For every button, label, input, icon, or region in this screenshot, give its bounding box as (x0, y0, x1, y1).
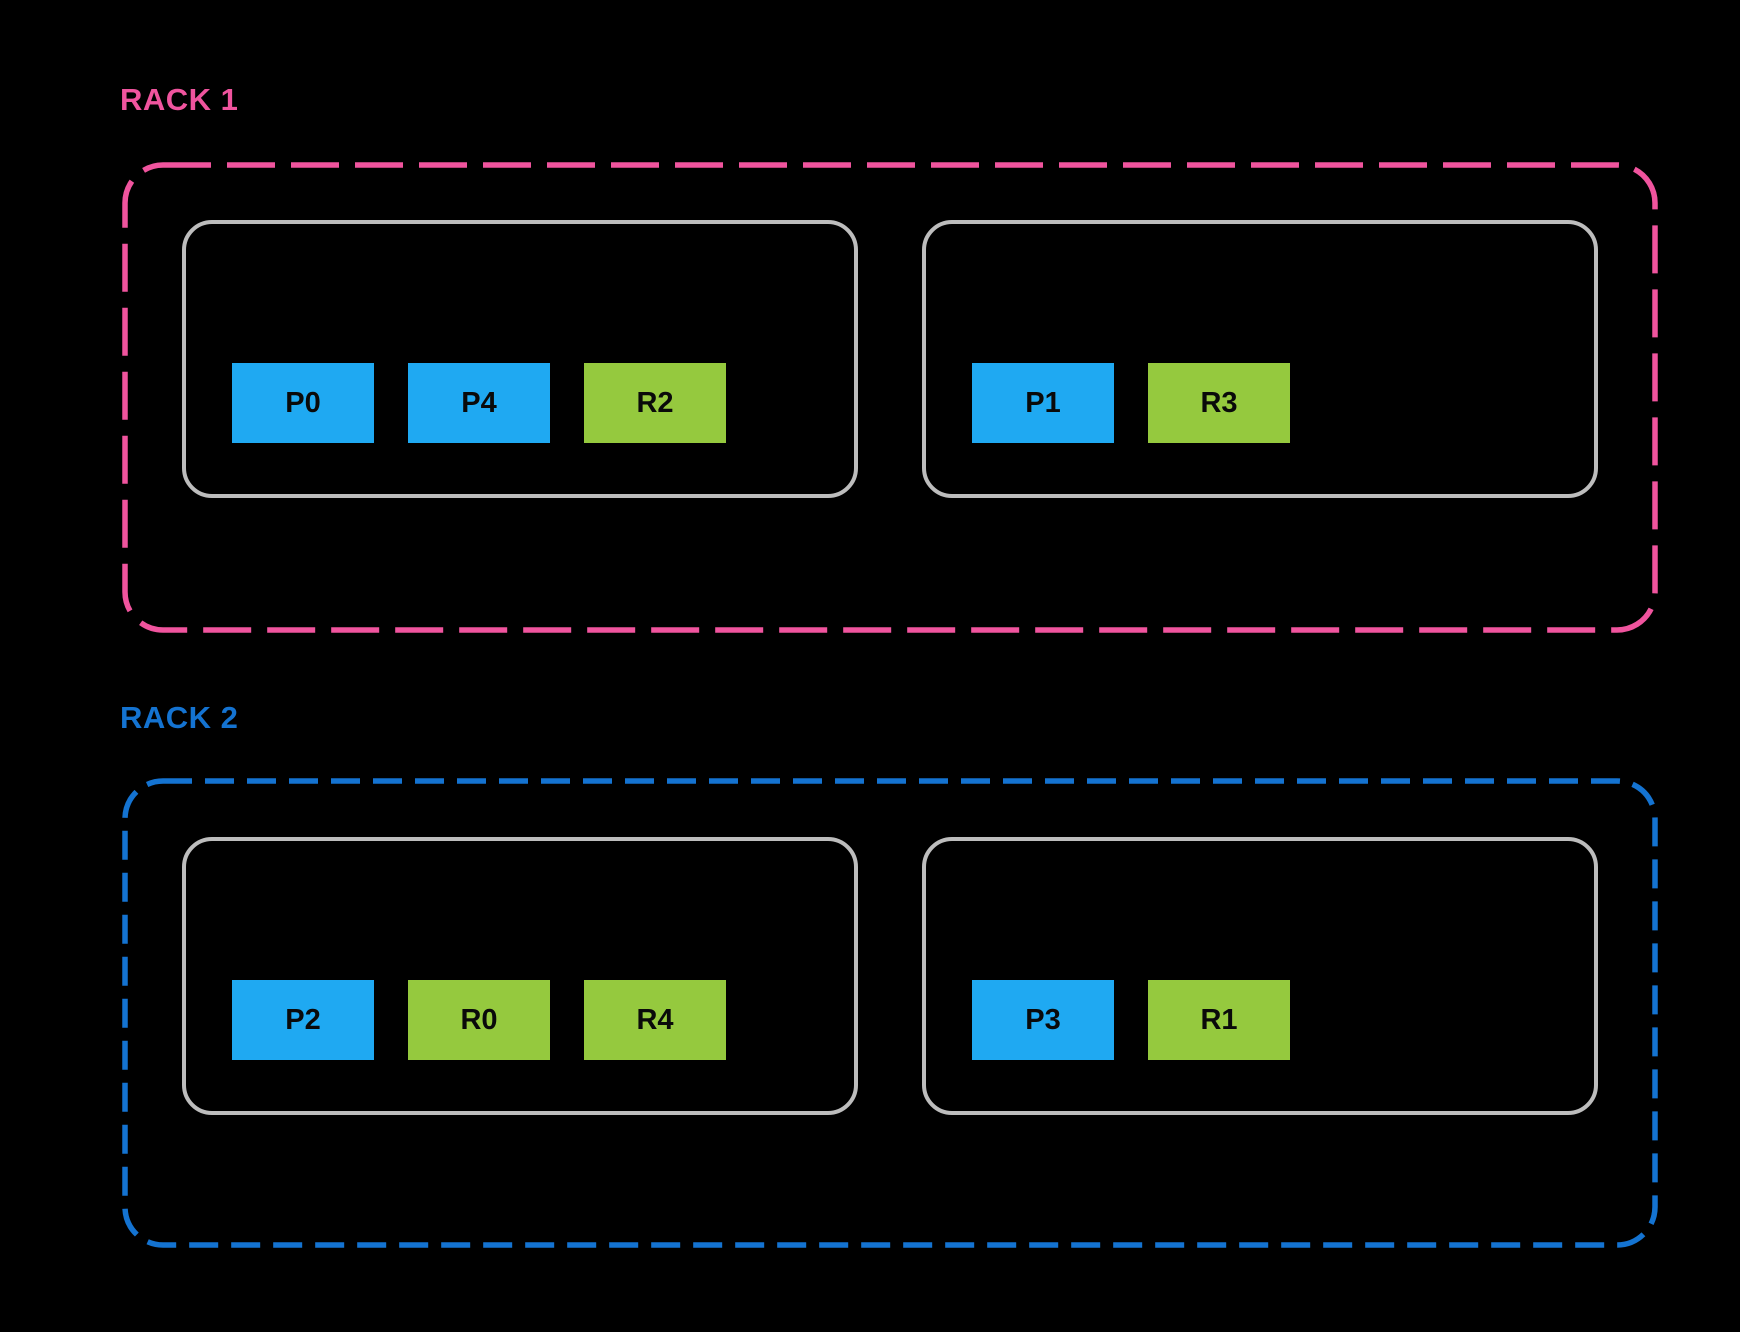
rack1-boundary-rect (122, 162, 1658, 633)
node-p2: P2 (232, 980, 374, 1060)
rack2-label: RACK 2 (120, 700, 239, 735)
node-p0: P0 (232, 363, 374, 443)
rack2-host2-nodes: P3 R1 (972, 980, 1290, 1060)
node-r2: R2 (584, 363, 726, 443)
rack1-host2: P1 R3 (922, 220, 1598, 498)
node-r4: R4 (584, 980, 726, 1060)
node-p1: P1 (972, 363, 1114, 443)
node-r1: R1 (1148, 980, 1290, 1060)
rack1-host1-nodes: P0 P4 R2 (232, 363, 726, 443)
rack2-host2: P3 R1 (922, 837, 1598, 1115)
node-r0: R0 (408, 980, 550, 1060)
rack2-boundary-rect (122, 778, 1658, 1248)
rack1-host1: P0 P4 R2 (182, 220, 858, 498)
node-r3: R3 (1148, 363, 1290, 443)
node-p3: P3 (972, 980, 1114, 1060)
rack2-host1: P2 R0 R4 (182, 837, 858, 1115)
node-p4: P4 (408, 363, 550, 443)
rack2-host1-nodes: P2 R0 R4 (232, 980, 726, 1060)
rack1-dashed-border (122, 162, 1658, 633)
rack2-dashed-border (122, 778, 1658, 1248)
rack1-label: RACK 1 (120, 82, 239, 117)
rack1-host2-nodes: P1 R3 (972, 363, 1290, 443)
